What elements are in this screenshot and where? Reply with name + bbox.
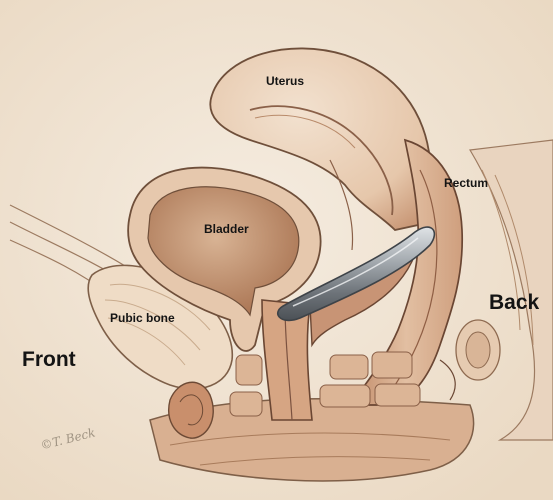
rectum-label: Rectum	[444, 177, 488, 189]
front-label: Front	[22, 349, 76, 370]
uterus-label: Uterus	[266, 75, 304, 87]
pubic-bone-label: Pubic bone	[110, 312, 175, 324]
back-label: Back	[489, 292, 539, 313]
external-genitalia	[169, 382, 214, 438]
bladder-label: Bladder	[204, 223, 249, 235]
